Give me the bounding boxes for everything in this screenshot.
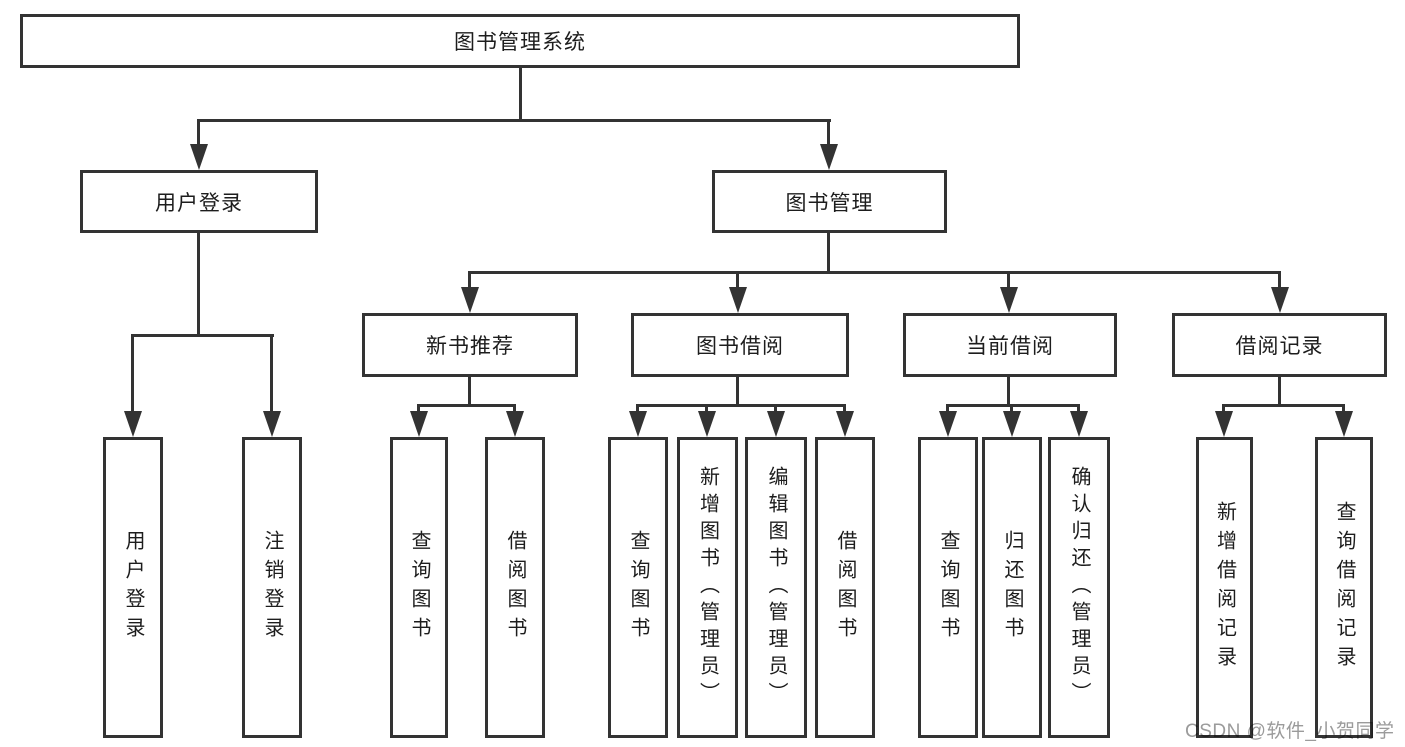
arrow-down-icon xyxy=(1335,411,1353,437)
csdn-watermark: CSDN @软件_小贺同学 xyxy=(1185,721,1395,742)
leaf-query-borrow-record: 查询借阅记录 xyxy=(1315,437,1373,738)
node-current-borrowing: 当前借阅 xyxy=(903,313,1117,377)
arrow-down-icon xyxy=(629,411,647,437)
connector-root-stem xyxy=(519,66,522,122)
arrow-down-icon xyxy=(1271,287,1289,313)
connector-shaft xyxy=(1222,404,1225,415)
connector-records-stem xyxy=(1278,374,1281,407)
connector-shaft xyxy=(270,334,273,415)
leaf-query-books-current: 查询图书 xyxy=(918,437,978,738)
connector-shaft xyxy=(1010,404,1013,415)
connector-shaft xyxy=(843,404,846,415)
leaf-add-books-admin: 新增图书（管理员） xyxy=(677,437,738,738)
arrow-down-icon xyxy=(698,411,716,437)
connector-current-hline xyxy=(947,404,1080,407)
connector-records-hline xyxy=(1223,404,1345,407)
connector-userlogin-hline xyxy=(132,334,274,337)
arrow-down-icon xyxy=(1000,287,1018,313)
connector-userlogin-stem xyxy=(197,231,200,337)
arrow-down-icon xyxy=(820,144,838,170)
connector-shaft xyxy=(468,271,471,291)
connector-shaft xyxy=(1342,404,1345,415)
node-new-book-recommend: 新书推荐 xyxy=(362,313,578,377)
arrow-down-icon xyxy=(461,287,479,313)
arrow-down-icon xyxy=(410,411,428,437)
connector-current-stem xyxy=(1007,374,1010,407)
leaf-logout-login: 注销登录 xyxy=(242,437,302,738)
connector-shaft xyxy=(1077,404,1080,415)
node-system-root: 图书管理系统 xyxy=(20,14,1020,68)
arrow-down-icon xyxy=(263,411,281,437)
connector-recommend-stem xyxy=(468,374,471,407)
connector-borrowing-hline xyxy=(637,404,846,407)
leaf-query-books-recommend: 查询图书 xyxy=(390,437,448,738)
connector-root-hline xyxy=(197,119,831,122)
connector-borrowing-stem xyxy=(736,374,739,407)
connector-bookmgmt-stem xyxy=(827,231,830,274)
leaf-confirm-return-admin: 确认归还（管理员） xyxy=(1048,437,1110,738)
node-book-management: 图书管理 xyxy=(712,170,947,233)
node-borrowing-records: 借阅记录 xyxy=(1172,313,1387,377)
leaf-borrow-books-recommend: 借阅图书 xyxy=(485,437,545,738)
leaf-add-borrow-record: 新增借阅记录 xyxy=(1196,437,1253,738)
arrow-down-icon xyxy=(1070,411,1088,437)
arrow-down-icon xyxy=(1003,411,1021,437)
connector-shaft xyxy=(636,404,639,415)
connector-shaft xyxy=(774,404,777,415)
arrow-down-icon xyxy=(729,287,747,313)
arrow-down-icon xyxy=(190,144,208,170)
connector-shaft xyxy=(736,271,739,291)
arrow-down-icon xyxy=(836,411,854,437)
arrow-down-icon xyxy=(939,411,957,437)
arrow-down-icon xyxy=(506,411,524,437)
connector-bookmgmt-hline xyxy=(469,271,1281,274)
leaf-borrow-books-borrowing: 借阅图书 xyxy=(815,437,875,738)
connector-shaft xyxy=(417,404,420,415)
arrow-down-icon xyxy=(1215,411,1233,437)
connector-shaft xyxy=(1278,271,1281,291)
node-user-login: 用户登录 xyxy=(80,170,318,233)
leaf-edit-books-admin: 编辑图书（管理员） xyxy=(745,437,807,738)
connector-shaft xyxy=(705,404,708,415)
connector-shaft xyxy=(946,404,949,415)
leaf-return-books: 归还图书 xyxy=(982,437,1042,738)
connector-shaft xyxy=(827,119,830,148)
arrow-down-icon xyxy=(124,411,142,437)
connector-shaft xyxy=(1007,271,1010,291)
connector-shaft xyxy=(131,334,134,415)
arrow-down-icon xyxy=(767,411,785,437)
leaf-user-login: 用户登录 xyxy=(103,437,163,738)
node-book-borrowing: 图书借阅 xyxy=(631,313,849,377)
connector-shaft xyxy=(197,119,200,148)
connector-shaft xyxy=(513,404,516,415)
leaf-query-books-borrowing: 查询图书 xyxy=(608,437,668,738)
connector-recommend-hline xyxy=(418,404,516,407)
